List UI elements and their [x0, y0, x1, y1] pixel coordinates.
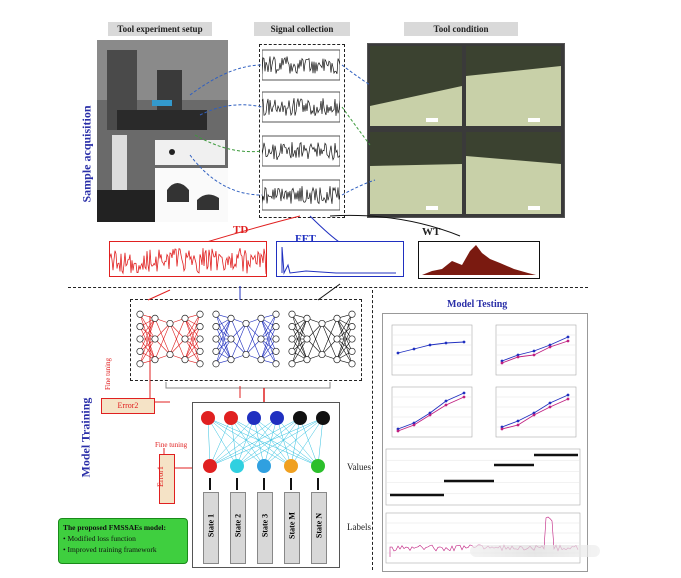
classifier-network — [194, 404, 336, 484]
testing-plots — [384, 315, 584, 568]
error2-box: Error2 — [101, 398, 155, 414]
proposal-box: The proposed FMSSAEs model: • Modified l… — [58, 518, 188, 564]
watermark-blur — [470, 545, 600, 557]
model-testing-label: Model Testing — [447, 299, 507, 310]
sample-acquisition-label: Sample acquisition — [80, 93, 95, 203]
fft-spectrum-plot — [276, 241, 404, 277]
state-arrow — [236, 478, 238, 490]
vertical-divider — [372, 290, 373, 570]
labels-label: Labels — [347, 522, 371, 532]
state-arrow — [317, 478, 319, 490]
state-label-4: State M — [284, 492, 300, 564]
signal-header: Signal collection — [254, 22, 350, 36]
values-label: Values — [347, 462, 371, 472]
proposal-item-2: • Improved training framework — [63, 544, 183, 555]
error1-label: Error1 — [156, 466, 165, 487]
state-arrow — [263, 478, 265, 490]
state-label-3: State 3 — [257, 492, 273, 564]
wt-scalogram-plot — [418, 241, 540, 279]
condition-header: Tool condition — [404, 22, 518, 36]
fine-tuning-top-label: Fine tuning — [104, 358, 112, 390]
state-arrow — [290, 478, 292, 490]
setup-header: Tool experiment setup — [108, 22, 212, 36]
state-arrow — [209, 478, 211, 490]
state-label-5: State N — [311, 492, 327, 564]
proposal-title: The proposed FMSSAEs model: — [63, 522, 183, 533]
state-label-1: State 1 — [203, 492, 219, 564]
mapping-arrows — [180, 55, 380, 205]
tool-wear-images — [370, 46, 561, 214]
td-signal-plot — [109, 241, 267, 277]
state-label-2: State 2 — [230, 492, 246, 564]
proposal-item-1: • Modified loss function — [63, 533, 183, 544]
